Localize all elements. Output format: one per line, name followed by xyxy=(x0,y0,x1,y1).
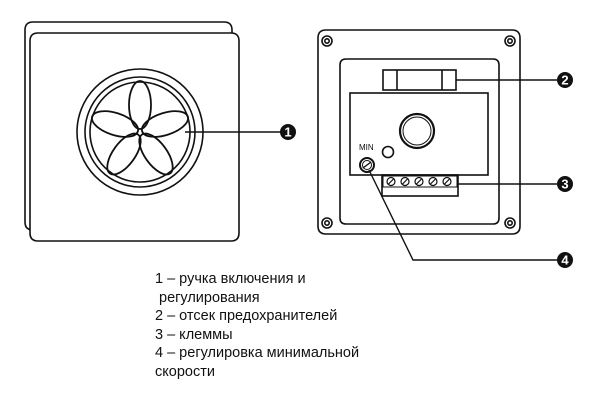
rear-view-unit xyxy=(317,29,521,235)
svg-text:2: 2 xyxy=(561,73,568,88)
leader-lines xyxy=(185,79,557,261)
legend-line-4-cont: скорости xyxy=(155,363,215,380)
front-view-unit xyxy=(24,21,240,242)
callout-1: 1 xyxy=(280,124,296,140)
controller-diagram: MIN 1 2 3 4 xyxy=(24,21,573,268)
legend-line-1: 1 – ручка включения и xyxy=(155,271,306,287)
svg-text:3: 3 xyxy=(561,177,568,192)
callout-3: 3 xyxy=(557,176,573,192)
svg-text:1: 1 xyxy=(284,125,291,140)
terminal-screws xyxy=(386,176,452,187)
legend-line-1-cont: регулирования xyxy=(159,289,260,306)
legend-line-4: 4 – регулировка минимальной xyxy=(155,345,360,362)
fan-blades-icon xyxy=(91,80,189,176)
rear-inner-recess xyxy=(339,58,500,225)
min-label: MIN xyxy=(359,143,374,152)
front-plate xyxy=(29,32,240,242)
fuse-compartment xyxy=(382,69,457,91)
legend: 1 – ручка включения и регулирования 2 – … xyxy=(155,270,455,382)
mounting-holes xyxy=(321,35,516,229)
leader-line-4 xyxy=(368,169,557,261)
rear-frame xyxy=(317,29,521,235)
large-component xyxy=(398,112,436,150)
callout-2: 2 xyxy=(557,72,573,88)
svg-text:4: 4 xyxy=(561,253,569,268)
min-speed-trimmer xyxy=(359,157,375,173)
terminal-block xyxy=(381,174,459,197)
legend-line-2: 2 – отсек предохранителей xyxy=(155,308,338,325)
callout-4: 4 xyxy=(557,252,573,268)
legend-line-3: 3 – клеммы xyxy=(155,326,233,343)
indicator-circle xyxy=(381,145,395,159)
